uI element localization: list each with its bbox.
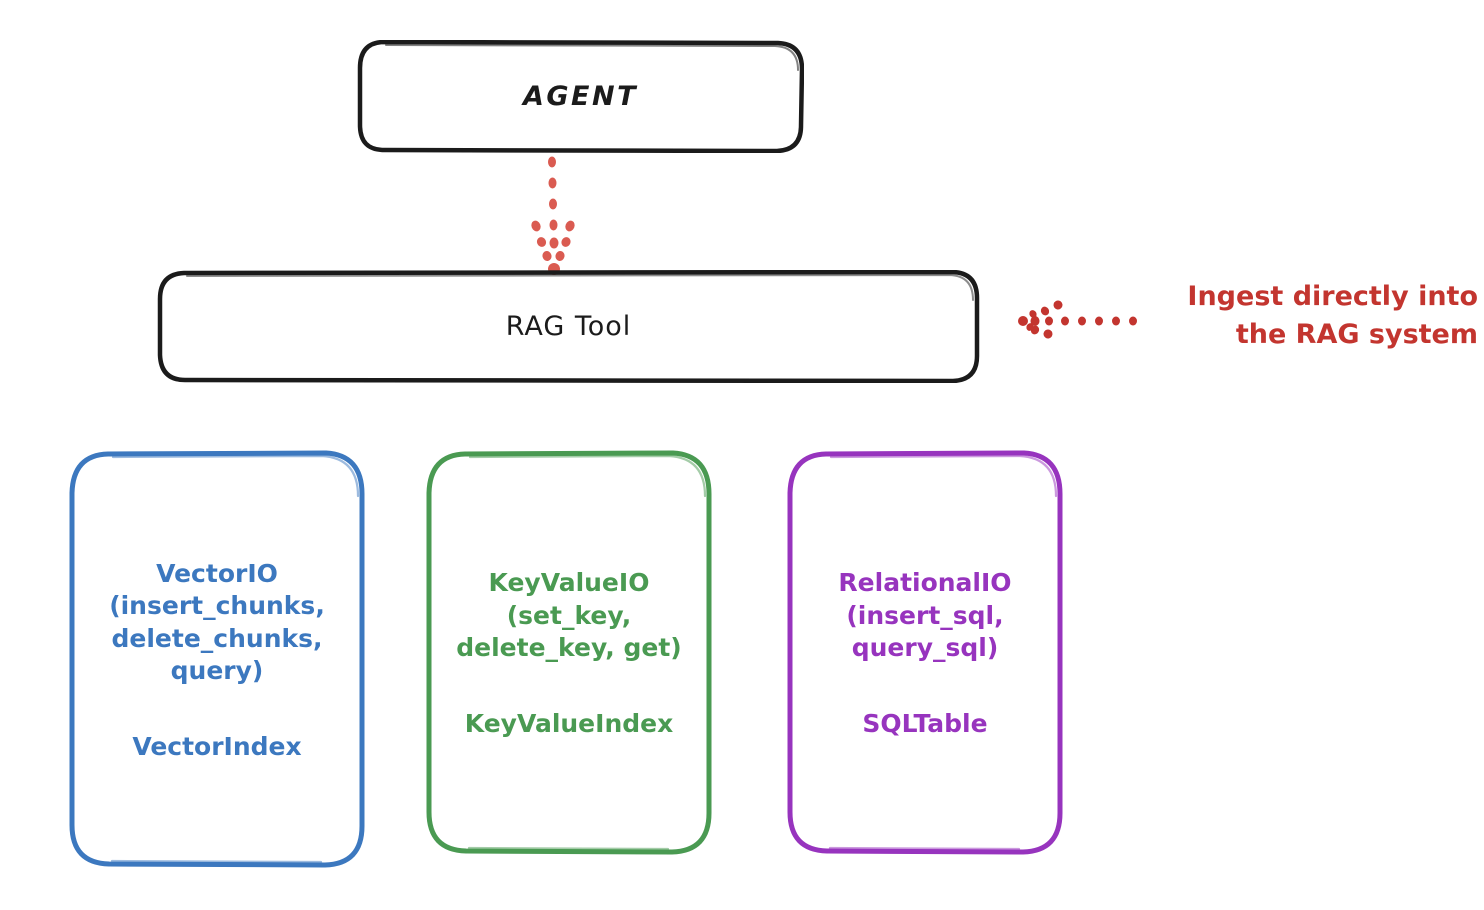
key-value-index-label: KeyValueIndex — [464, 708, 674, 738]
vector-io-label: VectorIO (insert_chunks, delete_chunks, … — [109, 558, 325, 686]
node-vector-io[interactable]: VectorIO (insert_chunks, delete_chunks, … — [68, 450, 366, 868]
ingest-to-rag-tool-arrow — [1018, 300, 1137, 339]
node-relational-io[interactable]: RelationalIO (insert_sql, query_sql) SQL… — [786, 450, 1064, 855]
key-value-io-label: KeyValueIO (set_key, delete_key, get) — [456, 568, 682, 663]
vector-index-label: VectorIndex — [132, 731, 302, 761]
agent-to-rag-tool-arrow — [531, 156, 575, 275]
relational-io-label: RelationalIO (insert_sql, query_sql) — [838, 568, 1012, 663]
node-rag-tool[interactable]: RAG Tool — [157, 270, 980, 383]
node-agent[interactable]: AGENT — [357, 40, 804, 153]
agent-label: AGENT — [522, 81, 638, 112]
sql-table-label: SQLTable — [862, 708, 988, 738]
node-key-value-io[interactable]: KeyValueIO (set_key, delete_key, get) Ke… — [425, 450, 713, 855]
ingest-annotation-text: Ingest directly into the RAG system — [1187, 281, 1478, 351]
rag-tool-label: RAG Tool — [505, 311, 632, 342]
